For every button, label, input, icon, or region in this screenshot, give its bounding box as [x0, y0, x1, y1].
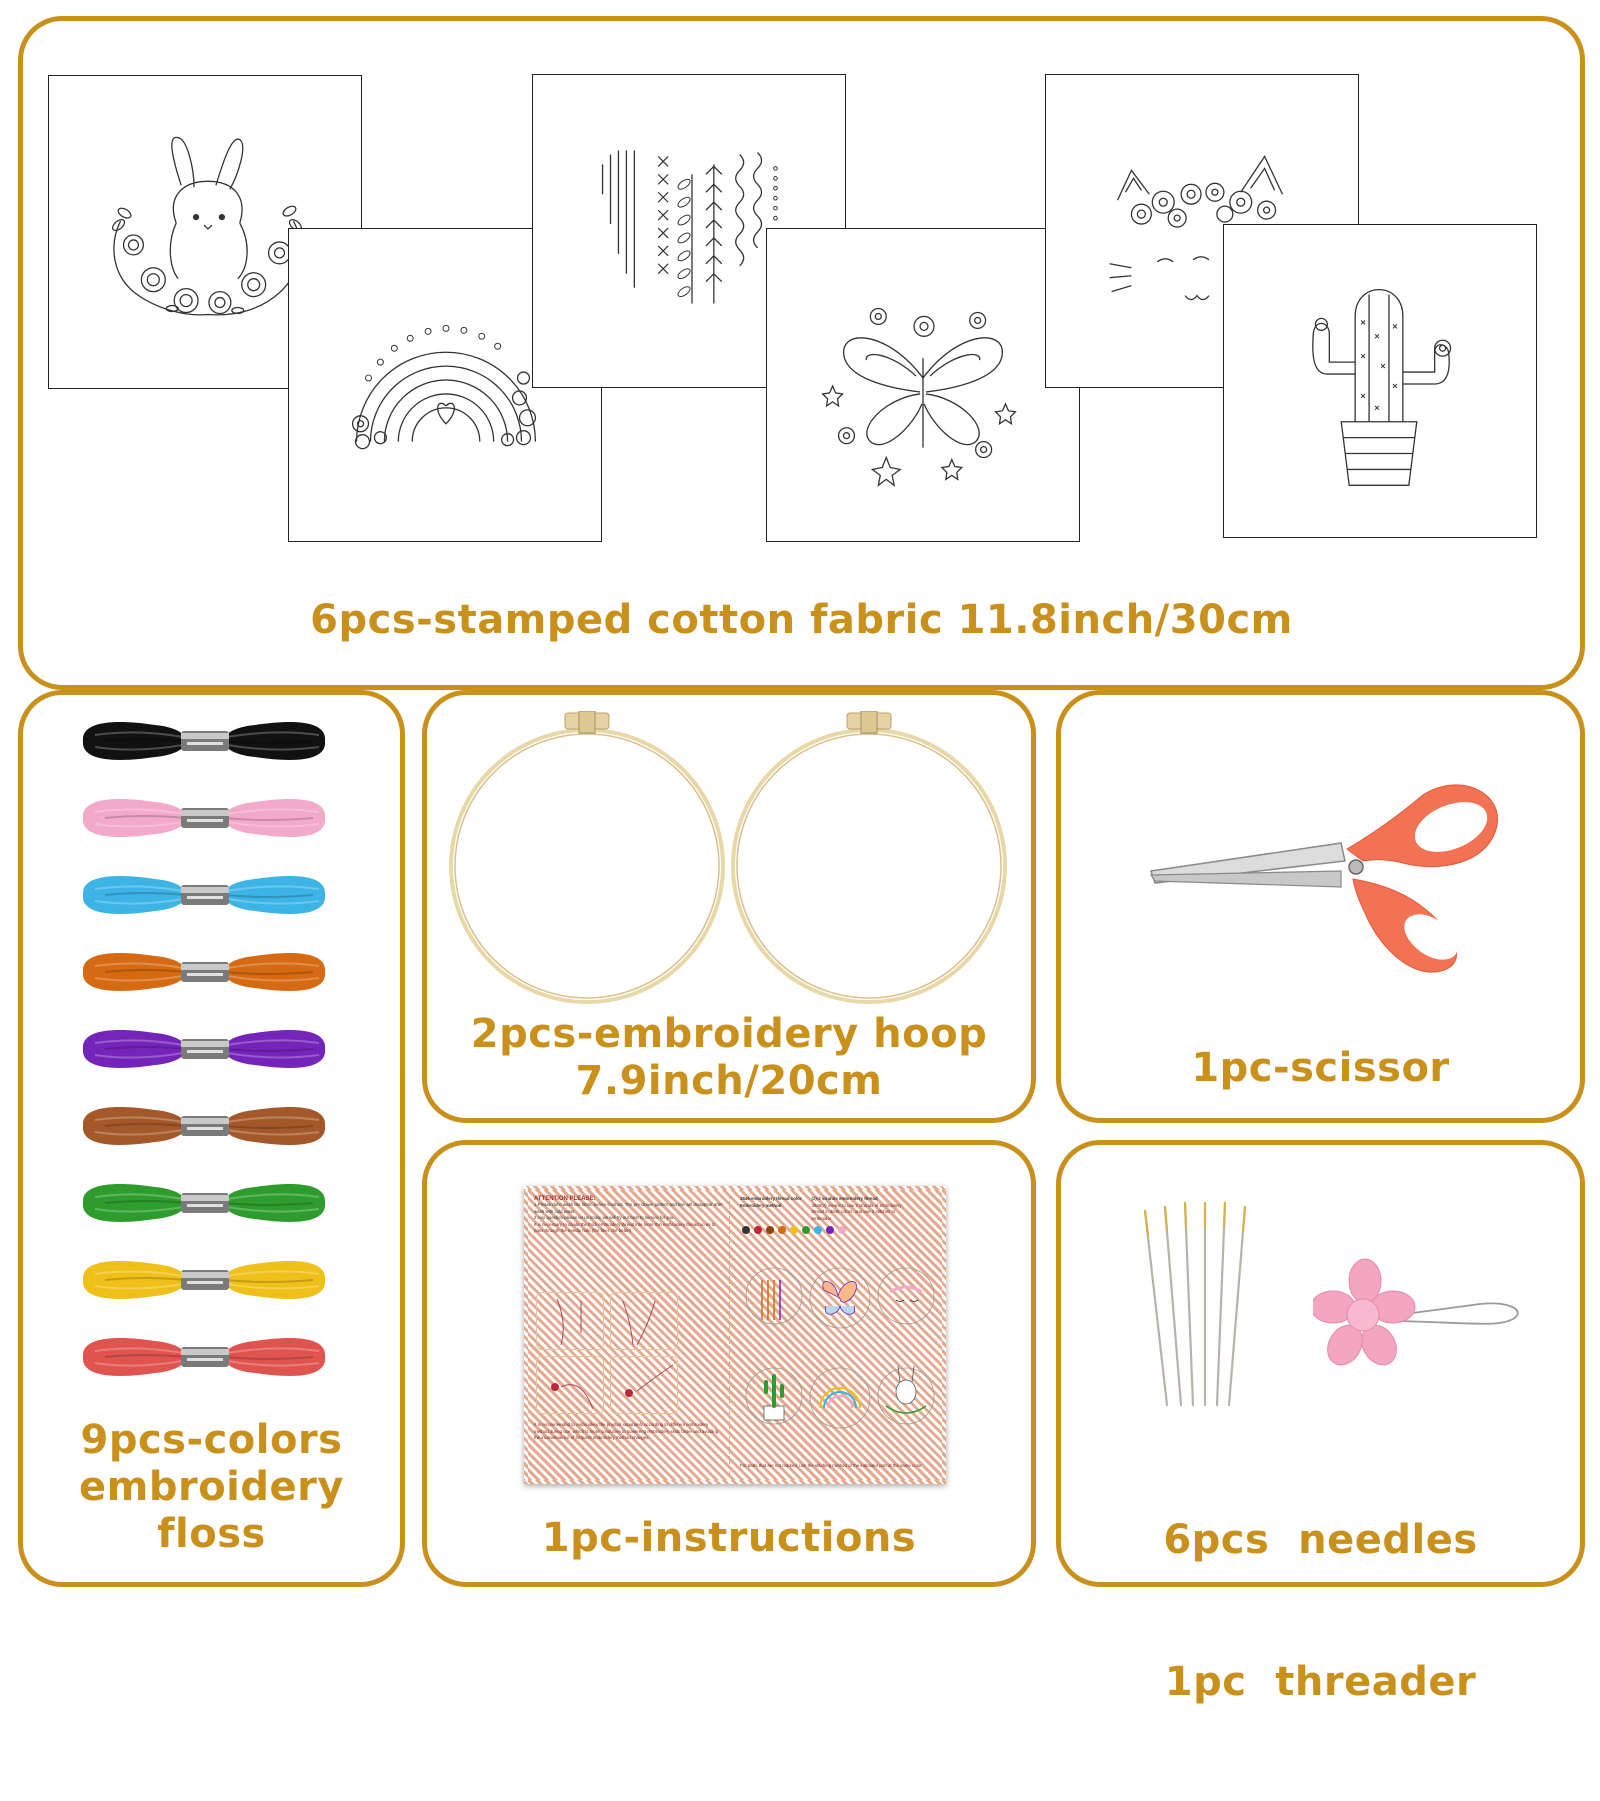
floss-panel: 9pcs-colors embroidery floss: [18, 690, 405, 1587]
embroidery-hoop-icon: [449, 711, 725, 1004]
needles-caption-line1: 6pcs needles: [1163, 1517, 1478, 1564]
floss-skein-icon: [82, 876, 326, 914]
scissors-icon: [1149, 784, 1499, 973]
sheet-right-title-3: (2)-2 strands embroidery thread: [811, 1196, 878, 1201]
floss-skein-icon: [82, 1184, 326, 1222]
hoop-caption: 2pcs-embroidery hoop 7.9inch/20cm: [427, 1011, 1031, 1105]
needles-caption: 6pcs needles 1pc threader: [1061, 1423, 1580, 1801]
butterfly-pattern: [821, 307, 1017, 487]
sheet-step-box: [610, 1356, 678, 1414]
floss-skein-icon: [82, 1107, 326, 1145]
floss-list: [75, 711, 335, 1411]
hoop-caption-line1: 2pcs-embroidery hoop: [470, 1011, 988, 1057]
needle-threader-icon: [1313, 1258, 1519, 1366]
embroidery-hoop-icon: [731, 711, 1007, 1004]
sheet-border: [524, 1186, 946, 1484]
sheet-item-1: 1.Please don't wash the fabric before fi…: [534, 1202, 723, 1214]
sheet-left-page: ATTENTION PLEASE: 1.Please don't wash th…: [534, 1196, 724, 1474]
fabric-caption: 6pcs-stamped cotton fabric 11.8inch/30cm: [310, 597, 1293, 643]
instruction-sheet: ATTENTION PLEASE: 1.Please don't wash th…: [524, 1186, 946, 1484]
fabric-butterfly-card: [766, 228, 1080, 542]
floss-skein-icon: [82, 1261, 326, 1299]
hoop-panel: 2pcs-embroidery hoop 7.9inch/20cm: [422, 690, 1036, 1123]
needles-caption-line2: 1pc threader: [1164, 1658, 1477, 1705]
floss-skein-icon: [82, 1338, 326, 1376]
scissor-caption: 1pc-scissor: [1191, 1045, 1450, 1091]
floss-skein-icon: [82, 722, 326, 760]
scissor-panel: 1pc-scissor: [1056, 690, 1585, 1123]
color-swatches: [742, 1226, 846, 1235]
floss-caption-line1: 9pcs-colors: [80, 1417, 343, 1463]
sheet-step-box: [536, 1356, 604, 1414]
cat-flower-crown-pattern: [1109, 155, 1284, 301]
floss-caption-line2: embroidery floss: [79, 1464, 344, 1558]
cactus-pattern: [1312, 289, 1452, 486]
sheet-footer: For parts that are not marked, use the s…: [740, 1463, 922, 1468]
sheet-fold-line: [729, 1196, 730, 1474]
hoop-caption-line2: 7.9inch/20cm: [575, 1058, 883, 1105]
fabric-panel: 6pcs-stamped cotton fabric 11.8inch/30cm: [18, 16, 1585, 690]
sheet-right-text: 3846(2) means to use 2 strands of embroi…: [811, 1202, 902, 1221]
sheet-step-box: [536, 1292, 604, 1350]
needles-panel: 6pcs needles 1pc threader: [1056, 1140, 1585, 1705]
sheet-attention-title: ATTENTION PLEASE:: [534, 1196, 596, 1202]
sheet-right-title-2: Embroidery method: [740, 1202, 782, 1208]
sheet-right-page: 3846 embroidery thread color Embroidery …: [740, 1196, 936, 1474]
rainbow-pattern: [351, 324, 537, 450]
sheet-note-2: It is recommended to embroidery the prod…: [534, 1422, 719, 1441]
instructions-caption: 1pc-instructions: [541, 1515, 917, 1561]
bunny-wreath-pattern: [111, 136, 302, 316]
floss-caption: 9pcs-colors embroidery floss: [23, 1417, 400, 1559]
floss-skein-icon: [82, 953, 326, 991]
sheet-note-1: It is necessary to divide the thick embr…: [534, 1221, 716, 1234]
sheet-step-box: [610, 1292, 678, 1350]
floss-skein-icon: [82, 799, 326, 837]
sheet-pattern-thumbnails: [745, 1267, 935, 1429]
floss-skein-icon: [82, 1030, 326, 1068]
sheet-right-title-1: 3846 embroidery thread color: [740, 1196, 802, 1201]
fabric-cactus-card: [1223, 224, 1537, 538]
needles-icon: [1143, 1201, 1247, 1407]
stitch-sampler-pattern: [601, 150, 778, 304]
sheet-item-2: 2.Any question please let us know, we wi…: [534, 1215, 675, 1221]
